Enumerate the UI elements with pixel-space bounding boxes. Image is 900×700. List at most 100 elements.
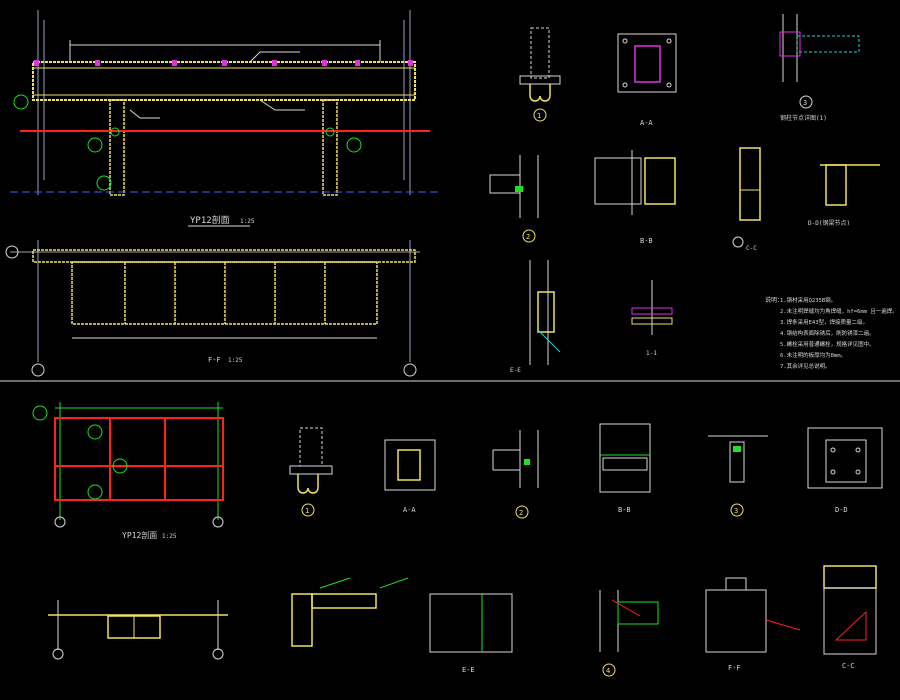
elevation-scale: 1:25 (240, 218, 255, 225)
top-detail-1: 1 (519, 27, 561, 122)
note-line: 2.未注明焊缝均为角焊缝，hf=6mm 且一遍焊。 (780, 307, 898, 315)
hanger-left (109, 99, 125, 196)
bolt (355, 60, 360, 66)
detail-marker (346, 137, 362, 153)
tube-section (644, 157, 676, 205)
splice-plate (779, 31, 801, 57)
section-label: D-D(钢梁节点) (808, 219, 850, 227)
leader-line (259, 99, 305, 111)
top-detail-aa: A-A (617, 33, 677, 127)
bolt-hole (855, 447, 861, 453)
anchor-hook (539, 84, 551, 102)
bolt-hole (666, 82, 672, 88)
top-detail-bb: B-B (594, 150, 676, 245)
detail-marker (87, 424, 103, 440)
detail-bubble (533, 108, 547, 122)
bracket-plate (289, 465, 333, 475)
note-line: 7.其余详见总说明。 (780, 362, 831, 370)
beam-stub (796, 35, 860, 53)
detail-bubble (522, 229, 536, 243)
weld-marker (524, 459, 530, 465)
red-column (109, 417, 166, 501)
detail-bubble (515, 505, 529, 519)
hanger-right (322, 99, 338, 196)
detail-number: 1 (537, 112, 541, 120)
detail-marker (32, 405, 48, 421)
section-label: A-A (640, 119, 653, 127)
leader-line (379, 577, 409, 589)
beam-end (825, 164, 847, 206)
column-stub (729, 441, 745, 483)
column-top (725, 577, 747, 591)
section-label: 1-1 (646, 350, 657, 357)
detail-number: 1 (305, 507, 309, 515)
red-marker (765, 619, 801, 631)
bolt (272, 60, 277, 66)
ff-caption: F-F (208, 356, 221, 364)
bolt-hole (622, 82, 628, 88)
grid-bubble (732, 236, 744, 248)
beam-stub (311, 593, 377, 609)
notes-block: 说明： 1.钢材采用Q235B钢。 2.未注明焊缝均为角焊缝，hf=6mm 且一… (765, 296, 898, 370)
section-label: C-C (746, 245, 757, 252)
anchor-hook (307, 474, 319, 494)
base-plate (384, 439, 436, 491)
beam-flange (631, 307, 673, 315)
beam-stub (617, 601, 659, 625)
grid-bubble (212, 648, 224, 660)
detail-bubble (301, 503, 315, 517)
detail-number: 2 (519, 509, 523, 517)
ff-verticals (124, 262, 326, 324)
bottom-detail-1: 1 (289, 427, 333, 517)
bolt-hole (666, 38, 672, 44)
detail-number: 3 (734, 507, 738, 515)
note-line: 1.钢材采用Q235B钢。 (780, 296, 836, 304)
leader-line (129, 109, 160, 119)
bolt (408, 60, 413, 66)
grid-bubble (31, 363, 45, 377)
top-elevation-view: YP12剖面 1:25 (10, 10, 440, 227)
top-detail-3: 3 钢柱节点详图(1) (779, 14, 860, 122)
bottom-detail-dd: D-D (807, 427, 883, 514)
note-line: 6.未注明的板厚均为8mm。 (780, 351, 846, 359)
column-outline (825, 439, 867, 483)
bolt-hole (830, 447, 836, 453)
bolt-hole (622, 38, 628, 44)
detail-bubble (799, 95, 813, 109)
bottom-detail-2: 2 (492, 430, 539, 519)
column-outline (634, 45, 661, 83)
section-label: D-D (835, 506, 848, 514)
red-marker (611, 599, 641, 617)
ff-scale: 1:25 (228, 357, 243, 364)
detail-marker (87, 137, 103, 153)
tube-section (537, 291, 555, 333)
section-label: F-F (728, 664, 741, 672)
beam-bolts (34, 60, 413, 66)
detail-marker (110, 127, 120, 137)
detail-bubble (602, 663, 616, 677)
end-plate (602, 457, 648, 471)
bottom-detail-bb: B-B (599, 423, 651, 514)
elevation-caption: YP12剖面 (190, 214, 230, 226)
column-section (530, 27, 550, 79)
detail-marker (112, 458, 128, 474)
top-detail-dd: D-D(钢梁节点) (808, 164, 880, 227)
elevation-scale: 1:25 (162, 533, 177, 540)
detail-number: 4 (606, 667, 610, 675)
bottom-detail-4 (291, 577, 409, 647)
detail-marker (87, 484, 103, 500)
tube-section (739, 147, 761, 221)
bottom-beam-section (48, 600, 228, 660)
bolt (322, 60, 327, 66)
bottom-detail-cc: C-C (823, 565, 877, 670)
plate-outline (594, 157, 642, 205)
bolt-hole (855, 469, 861, 475)
red-diagonal (834, 610, 867, 641)
top-detail-2: 2 (489, 155, 539, 243)
bottom-detail-3: 3 (708, 435, 768, 517)
notes-title: 说明： (765, 296, 783, 304)
detail-caption: 钢柱节点详图(1) (780, 114, 827, 122)
base-plate (617, 33, 677, 93)
